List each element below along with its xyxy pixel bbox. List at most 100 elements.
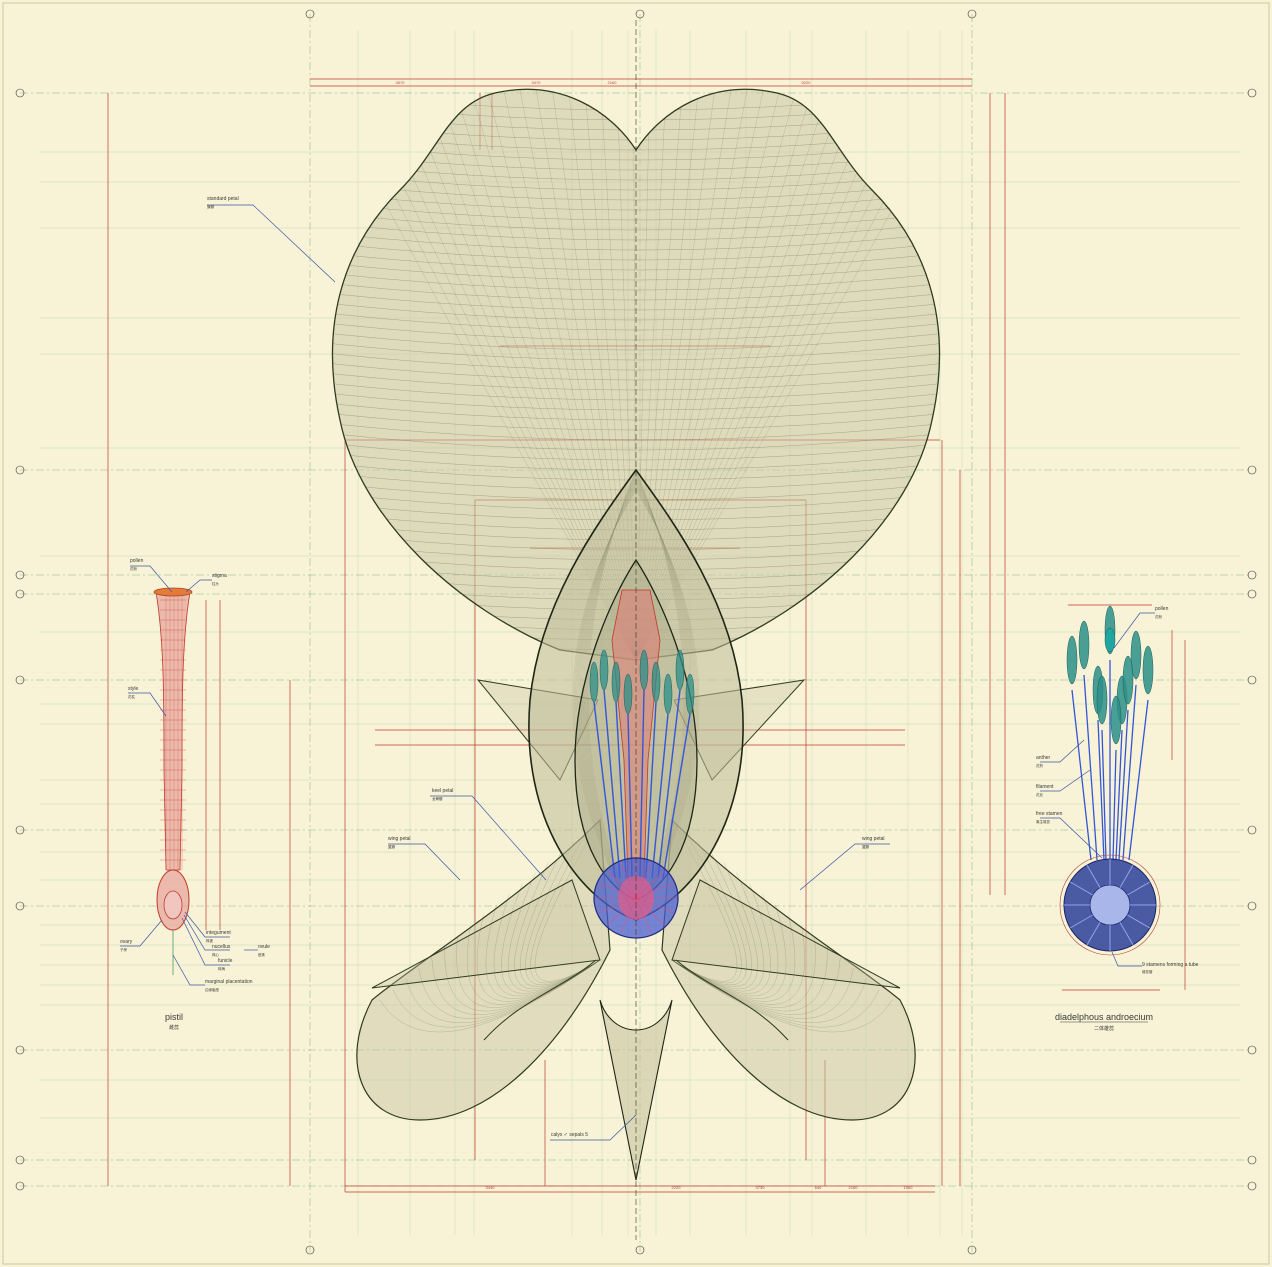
axis-bubble	[967, 9, 977, 19]
stamen-anther	[1130, 630, 1142, 680]
pistil-panel: pistil 雌蕊	[153, 587, 193, 1031]
label-marginal-placentation-zh: 边缘胎座	[205, 987, 219, 992]
label-pollen-right-zh: 花粉	[1155, 614, 1163, 619]
stamen-anther	[1110, 695, 1122, 745]
label-standard-petal: standard petal	[207, 196, 239, 202]
tube-segment	[1086, 922, 1101, 946]
central-tube	[593, 857, 679, 939]
mesh-line	[671, 830, 742, 984]
label-ovule: ovule	[258, 944, 270, 950]
label-pollen-left: pollen	[130, 558, 144, 564]
mesh-line	[671, 851, 752, 987]
stamen-filament	[1101, 729, 1107, 861]
axis-bubble	[635, 9, 645, 19]
label-pollen-right: pollen	[1155, 606, 1169, 612]
tube-ray	[635, 897, 674, 913]
axis-bubble	[15, 1155, 25, 1165]
stamen-filament	[1118, 709, 1129, 861]
axis-bubble	[1247, 1181, 1257, 1191]
axis-bubble	[15, 1181, 25, 1191]
stamen-anther	[1142, 645, 1154, 695]
stamen-filament	[1122, 684, 1137, 861]
mesh-line	[525, 841, 601, 985]
axis-bubble	[15, 570, 25, 580]
tube-segment	[1119, 922, 1134, 946]
bottom-dim-2: 2220	[672, 1185, 682, 1190]
label-filament: filament	[1036, 784, 1054, 790]
label-ovule-zh: 胚珠	[258, 952, 266, 957]
label-funicle-zh: 珠柄	[218, 966, 225, 971]
pollen-grain	[1104, 627, 1116, 653]
label-integument: integument	[206, 930, 231, 936]
stamen-anther	[623, 673, 633, 715]
mesh-line	[534, 819, 601, 982]
axis-bubble	[15, 901, 25, 911]
tube-ray	[635, 883, 674, 899]
bottom-dim-4: 640	[815, 1185, 822, 1190]
axis-bubble	[15, 1045, 25, 1055]
label-funicle: funicle	[218, 958, 233, 964]
tube-ray	[635, 862, 652, 899]
callout-leaders	[120, 204, 1155, 1141]
top-dim-2: 3470	[532, 80, 542, 85]
stamen-filament	[1112, 749, 1117, 861]
stamen-anther	[675, 649, 685, 691]
label-style-zh: 花柱	[128, 694, 135, 699]
stamen-filament	[1115, 729, 1123, 861]
axis-bubble	[15, 465, 25, 475]
stamen-anther	[599, 649, 609, 691]
label-pollen-left-zh: 花粉	[130, 566, 137, 571]
label-wing-petal-right: wing petal	[862, 836, 885, 842]
stamen-filament	[1083, 674, 1098, 861]
androecium-subtitle: 二体雄蕊	[1094, 1025, 1114, 1032]
stamen-anther	[651, 661, 661, 703]
top-dimension-values: 3570 3470 2160 5220	[396, 80, 812, 85]
stamen-filament	[603, 689, 621, 879]
axis-bubble	[635, 1245, 645, 1255]
mesh-line	[332, 439, 940, 461]
label-stamen-tube: 9 stamens forming a tube	[1142, 962, 1199, 968]
tube-ray	[607, 870, 637, 899]
tube-ray	[620, 862, 637, 899]
label-keel-petal-zh: 龙骨瓣	[432, 796, 443, 801]
axis-bubble	[967, 1245, 977, 1255]
top-dim-4: 5220	[802, 80, 812, 85]
stamen-filament	[615, 701, 627, 879]
axis-bubble	[1247, 570, 1257, 580]
bottom-dim-1: 3440	[486, 1185, 496, 1190]
stamen-filament	[627, 713, 633, 879]
callout-labels: standard petal 旗瓣 keel petal 龙骨瓣 wing pe…	[120, 196, 1199, 1138]
tube-segment	[1119, 864, 1134, 888]
top-dim-3: 2160	[608, 80, 618, 85]
stamen-filament	[645, 701, 657, 879]
axis-bubble	[15, 88, 25, 98]
stamen-anther	[639, 649, 649, 691]
label-free-stamen: free stamen	[1036, 811, 1063, 817]
mesh-line	[530, 830, 601, 984]
label-anther-zh: 花药	[1036, 763, 1044, 768]
axis-bubble	[1247, 1045, 1257, 1055]
mesh-line	[332, 339, 940, 361]
tube-segment	[1127, 881, 1151, 896]
axis-bubble	[15, 825, 25, 835]
tube-segment	[1086, 864, 1101, 888]
axis-bubble	[1247, 88, 1257, 98]
axis-bubble	[1247, 589, 1257, 599]
pistil-stigma	[153, 587, 193, 597]
bottom-dim-3: 3730	[756, 1185, 766, 1190]
label-nucellus: nucellus	[212, 944, 231, 950]
label-keel-petal: keel petal	[432, 788, 453, 794]
axis-bubble	[1247, 901, 1257, 911]
label-standard-petal-zh: 旗瓣	[207, 204, 214, 209]
axis-bubble	[305, 1245, 315, 1255]
pistil-title: pistil	[165, 1012, 183, 1022]
tube-ray	[635, 897, 652, 934]
label-free-stamen-zh: 离生雄蕊	[1036, 819, 1051, 824]
label-ovary-zh: 子房	[120, 947, 127, 952]
stamen-anther	[611, 661, 621, 703]
mesh-line	[671, 841, 747, 985]
pistil-ovule	[163, 890, 183, 920]
